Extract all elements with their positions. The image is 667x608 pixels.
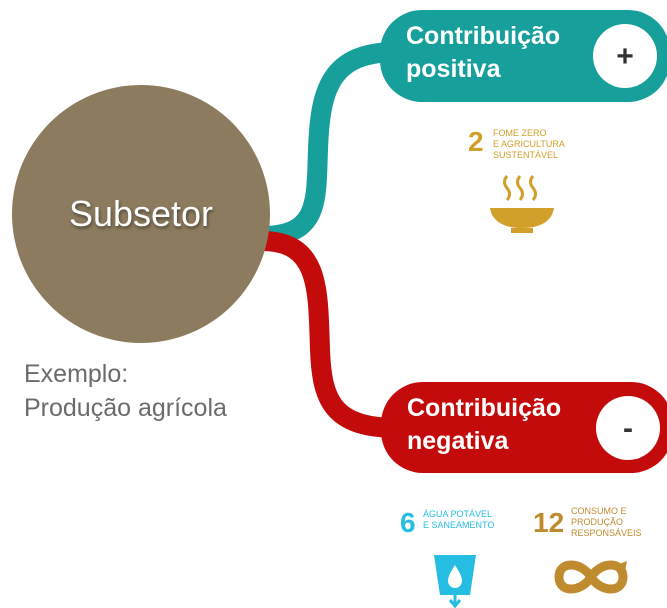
sdg-12-number: 12 bbox=[533, 507, 565, 538]
minus-icon: - bbox=[596, 396, 660, 460]
bowl-icon bbox=[490, 175, 554, 233]
sdg-6-title-line1: ÁGUA POTÁVEL bbox=[423, 509, 493, 519]
sdg-2-icon: 2 FOME ZERO E AGRICULTURA SUSTENTÁVEL bbox=[463, 120, 583, 240]
subsetor-node: Subsetor bbox=[12, 85, 270, 343]
positive-title-line2: positiva bbox=[406, 55, 501, 83]
sdg-12-title-line2: PRODUÇÃO bbox=[571, 517, 624, 527]
sdg-6-number: 6 bbox=[400, 507, 416, 538]
sdg-12-title-line1: CONSUMO E bbox=[571, 506, 627, 516]
positive-connector bbox=[252, 42, 406, 246]
example-value: Produção agrícola bbox=[24, 394, 227, 422]
negative-contribution-node: Contribuição negativa - bbox=[381, 382, 667, 473]
water-glass-icon bbox=[434, 555, 476, 608]
sdg-6-icon: 6 ÁGUA POTÁVEL E SANEAMENTO bbox=[400, 503, 500, 608]
sdg-2-title-line2: E AGRICULTURA bbox=[493, 139, 565, 149]
plus-icon: + bbox=[593, 24, 657, 88]
negative-title-line1: Contribuição bbox=[407, 394, 562, 422]
plus-sign: + bbox=[616, 39, 634, 73]
sdg-12-title-line3: RESPONSÁVEIS bbox=[571, 528, 642, 538]
example-label: Exemplo: bbox=[24, 360, 129, 388]
sdg-12-icon: 12 CONSUMO E PRODUÇÃO RESPONSÁVEIS bbox=[533, 503, 653, 608]
sdg-2-title-line1: FOME ZERO bbox=[493, 128, 547, 138]
sdg-2-number: 2 bbox=[468, 126, 484, 157]
sdg-2-title-line3: SUSTENTÁVEL bbox=[493, 150, 559, 160]
negative-title-line2: negativa bbox=[407, 427, 509, 455]
negative-connector bbox=[252, 231, 408, 438]
minus-sign: - bbox=[623, 411, 633, 445]
subsetor-label: Subsetor bbox=[68, 193, 214, 234]
sdg-6-title-line2: E SANEAMENTO bbox=[423, 520, 495, 530]
infinity-icon bbox=[554, 560, 628, 594]
positive-title-line1: Contribuição bbox=[406, 22, 561, 50]
positive-contribution-node: Contribuição positiva + bbox=[380, 10, 667, 102]
example-caption: Exemplo: Produção agrícola bbox=[24, 357, 227, 425]
